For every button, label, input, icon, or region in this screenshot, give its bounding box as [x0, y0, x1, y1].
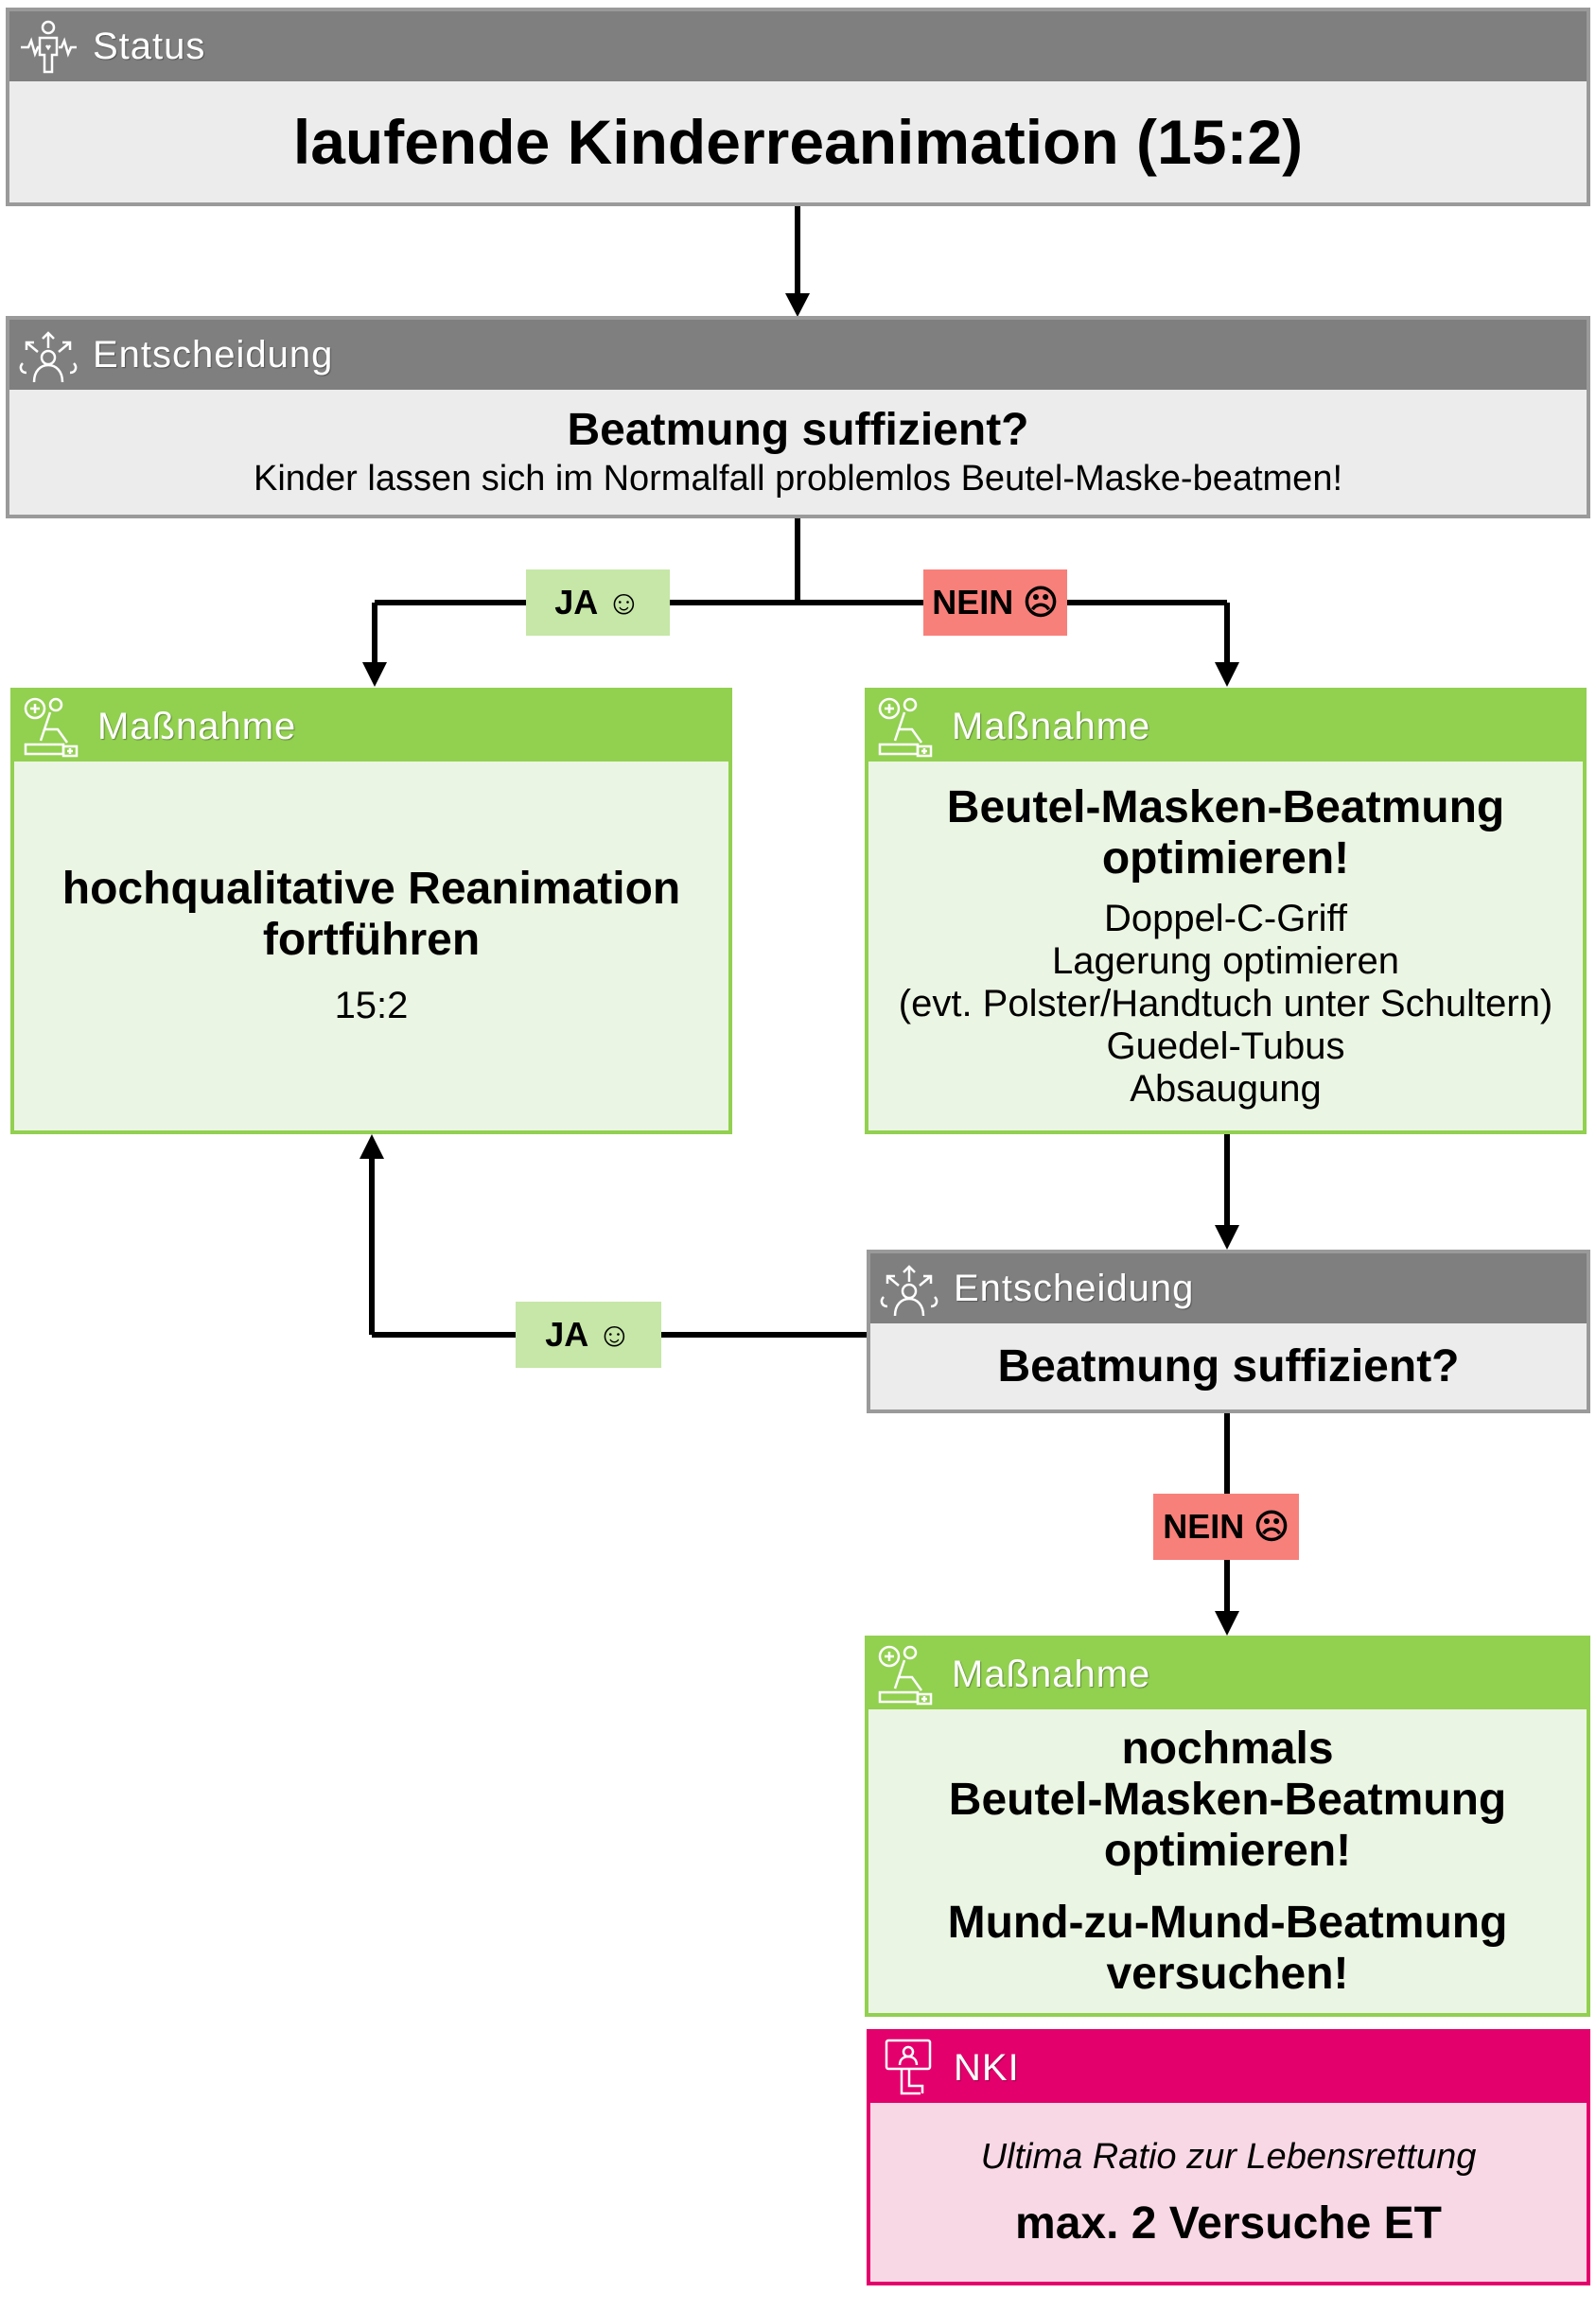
cpr-measure-icon: [874, 693, 940, 760]
decision-2-question: Beatmung suffizient?: [997, 1340, 1460, 1392]
measure-right-body: Beutel-Masken-Beatmung optimieren! Doppe…: [868, 762, 1583, 1130]
measure-right-title-1: Beutel-Masken-Beatmung: [946, 781, 1505, 832]
measure-right-item: Absaugung: [1130, 1067, 1322, 1110]
decision-box-1: Entscheidung Beatmung suffizient? Kinder…: [6, 316, 1590, 518]
measure-right-title-2: optimieren!: [1101, 832, 1350, 884]
decision-thinking-icon: [15, 322, 81, 388]
measure-box-bottom: Maßnahme nochmals Beutel-Masken-Beatmung…: [865, 1636, 1590, 2017]
decision-1-note: Kinder lassen sich im Normalfall problem…: [253, 459, 1343, 499]
status-box: Status laufende Kinderreanimation (15:2): [6, 8, 1590, 206]
nki-header-label: NKI: [954, 2046, 1020, 2089]
nki-title: max. 2 Versuche ET: [1015, 2197, 1442, 2249]
decision-2-body: Beatmung suffizient?: [870, 1323, 1587, 1409]
yes-label-2: JA ☺: [516, 1302, 661, 1368]
nki-subtitle: Ultima Ratio zur Lebensrettung: [980, 2136, 1477, 2177]
measure-bottom-body: nochmals Beutel-Masken-Beatmung optimier…: [868, 1709, 1587, 2013]
cpr-measure-icon: [874, 1641, 940, 1707]
decision-1-question: Beatmung suffizient?: [567, 405, 1029, 455]
yes-label-1: JA ☺: [526, 569, 670, 636]
no-label-2: NEIN ☹: [1153, 1494, 1299, 1560]
measure-bottom-header: Maßnahme: [868, 1639, 1587, 1709]
measure-right-header-label: Maßnahme: [952, 705, 1151, 747]
nki-body: Ultima Ratio zur Lebensrettung max. 2 Ve…: [870, 2103, 1587, 2282]
measure-bottom-header-label: Maßnahme: [952, 1653, 1151, 1695]
measure-bottom-line-5: versuchen!: [1106, 1948, 1349, 1999]
measure-box-left: Maßnahme hochqualitative Reanimation for…: [10, 688, 732, 1134]
nki-box: NKI Ultima Ratio zur Lebensrettung max. …: [867, 2029, 1590, 2285]
status-body: laufende Kinderreanimation (15:2): [9, 81, 1587, 202]
decision-1-body: Beatmung suffizient? Kinder lassen sich …: [9, 390, 1587, 515]
measure-bottom-line-1: nochmals: [1121, 1723, 1334, 1774]
laryngoscope-icon: [876, 2035, 942, 2101]
measure-bottom-line-3: optimieren!: [1103, 1825, 1352, 1876]
measure-left-header: Maßnahme: [14, 692, 728, 762]
decision-2-header-label: Entscheidung: [954, 1267, 1195, 1309]
measure-bottom-line-4: Mund-zu-Mund-Beatmung: [947, 1897, 1508, 1948]
decision-box-2: Entscheidung Beatmung suffizient?: [867, 1250, 1590, 1413]
nki-header: NKI: [870, 2033, 1587, 2103]
measure-right-item: (evt. Polster/Handtuch unter Schultern): [898, 982, 1553, 1024]
measure-right-item: Lagerung optimieren: [1052, 939, 1399, 982]
status-title: laufende Kinderreanimation (15:2): [292, 107, 1304, 177]
no-label-1: NEIN ☹: [923, 569, 1067, 636]
measure-box-right: Maßnahme Beutel-Masken-Beatmung optimier…: [865, 688, 1587, 1134]
measure-left-title-2: fortführen: [262, 915, 481, 965]
decision-thinking-icon: [876, 1255, 942, 1322]
decision-1-header: Entscheidung: [9, 320, 1587, 390]
measure-left-title-1: hochqualitative Reanimation: [61, 864, 681, 914]
measure-left-body: hochqualitative Reanimation fortführen 1…: [14, 762, 728, 1130]
measure-right-item: Doppel-C-Griff: [1103, 897, 1348, 939]
measure-bottom-line-2: Beutel-Masken-Beatmung: [948, 1774, 1507, 1825]
measure-left-header-label: Maßnahme: [97, 705, 297, 747]
status-header-label: Status: [93, 25, 206, 67]
decision-2-header: Entscheidung: [870, 1253, 1587, 1323]
decision-1-header-label: Entscheidung: [93, 333, 334, 376]
measure-right-item: Guedel-Tubus: [1106, 1024, 1345, 1067]
patient-monitor-icon: [15, 13, 81, 79]
cpr-measure-icon: [20, 693, 86, 760]
measure-right-header: Maßnahme: [868, 692, 1583, 762]
measure-left-detail: 15:2: [334, 985, 409, 1026]
status-header: Status: [9, 11, 1587, 81]
